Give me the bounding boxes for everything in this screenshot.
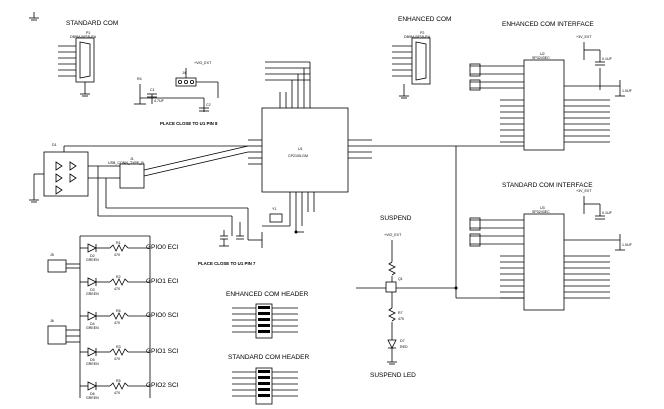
refdes-j6: J6 [50, 319, 54, 323]
value-r-470-d: 470 [114, 357, 120, 361]
refdes-u3: U3 [540, 206, 545, 210]
net-3v-ext-u2: +3V_EXT [576, 35, 592, 39]
u1-cp2105-chip [248, 92, 372, 212]
note-place-close-pin7: PLACE CLOSE TO U1 PIN 7 [198, 261, 256, 266]
refdes-d1: D1 [52, 143, 57, 147]
title-enhanced-com-header: ENHANCED COM HEADER [226, 291, 309, 298]
reset-and-caps-area [219, 208, 304, 248]
standard-com-header-connector [232, 367, 298, 405]
part-u2: SP3243EC [532, 56, 550, 60]
p1-db9-connector [58, 37, 95, 97]
title-standard-com: STANDARD COM [66, 20, 119, 27]
value-cap-u2-b: 1.0UF [622, 89, 632, 93]
part-u3: SP3243EC [532, 210, 550, 214]
ground-symbol-topleft [29, 12, 39, 21]
net-3v-ext-u3: +3V_EXT [576, 189, 592, 193]
refdes-r7: R7 [398, 311, 403, 315]
refdes-p1: P1 [86, 31, 91, 35]
title-enhanced-com-interface: ENHANCED COM INTERFACE [502, 21, 594, 28]
u2-sp3243-enhanced [469, 42, 625, 151]
refdes-r1: R1 [116, 241, 121, 245]
value-led-green-c: GREEN [86, 326, 99, 330]
value-r-470-e: 470 [114, 391, 120, 395]
interface-bus-wire [372, 145, 524, 299]
gpio-led-section [47, 235, 151, 398]
label-gpio1-sci: GPIO1 SCI [146, 348, 179, 355]
part-p1: DB9M-08SB-RA [70, 35, 97, 39]
refdes-u2: U2 [540, 52, 545, 56]
refdes-d6: D6 [90, 392, 95, 396]
title-suspend-led: SUSPEND LED [370, 372, 416, 379]
refdes-d5: D5 [90, 358, 95, 362]
refdes-c1: C1 [150, 88, 155, 92]
refdes-p2: P2 [420, 31, 425, 35]
refdes-j5: J5 [50, 253, 54, 257]
usb-bus-wire [63, 145, 248, 152]
value-cap-c1: 4.7UF [154, 99, 164, 103]
refdes-r6: R6 [116, 309, 121, 313]
net-vio-ext-suspend: +VIO_EXT [384, 233, 402, 237]
u1-top-pin-header [265, 61, 311, 92]
decoupling-near-u1-pin8 [134, 84, 209, 112]
refdes-u1: U1 [298, 147, 303, 151]
label-gpio0-eci: GPIO0 ECI [146, 244, 179, 251]
refdes-r4: R4 [137, 77, 142, 81]
refdes-j4: J4 [182, 71, 186, 75]
value-led-green-a: GREEN [86, 258, 99, 262]
three-pin-jumper [175, 68, 219, 98]
title-enhanced-com: ENHANCED COM [398, 16, 452, 23]
part-j1: USB_CONN_TYPE_B [108, 161, 144, 165]
title-standard-com-header: STANDARD COM HEADER [228, 354, 310, 361]
value-cap-u3: 0.1UF [602, 211, 612, 215]
u3-sp3243-standard [469, 196, 625, 311]
net-vio-ext: +VIO_EXT [194, 61, 212, 65]
value-cap-u3-b: 1.0UF [622, 243, 632, 247]
value-led-green-d: GREEN [86, 362, 99, 366]
refdes-d2: D2 [90, 254, 95, 258]
label-gpio0-sci: GPIO0 SCI [146, 312, 179, 319]
p2-db9-connector [392, 37, 431, 99]
j1-usb-connector [97, 145, 249, 217]
part-u1: CP2105-GM [288, 154, 308, 158]
refdes-d4: D4 [90, 322, 95, 326]
label-gpio2-sci: GPIO2 SCI [146, 382, 179, 389]
refdes-y1: Y1 [272, 207, 277, 211]
value-r-470-a: 470 [114, 253, 120, 257]
refdes-d3: D3 [90, 288, 95, 292]
value-d7: RED [400, 345, 408, 349]
suspend-circuit [356, 240, 456, 365]
value-led-green-e: GREEN [86, 396, 99, 400]
value-r7: 470 [398, 317, 404, 321]
value-cap-u2: 0.1UF [602, 57, 612, 61]
refdes-j1: J1 [130, 157, 134, 161]
value-led-green-b: GREEN [86, 292, 99, 296]
refdes-d7: D7 [400, 339, 405, 343]
label-gpio1-eci: GPIO1 ECI [146, 278, 179, 285]
title-standard-com-interface: STANDARD COM INTERFACE [502, 182, 593, 189]
enhanced-com-header-connector [232, 303, 298, 339]
refdes-r5: R5 [116, 379, 121, 383]
note-place-close-pin8: PLACE CLOSE TO U1 PIN 8 [160, 121, 218, 126]
value-r-470-c: 470 [114, 321, 120, 325]
part-p2: DB9M-08SB-RA [404, 35, 431, 39]
value-r-470-b: 470 [114, 287, 120, 291]
title-suspend: SUSPEND [380, 215, 412, 222]
refdes-r2: R2 [116, 275, 121, 279]
refdes-q1: Q1 [398, 277, 403, 281]
refdes-r3: R3 [116, 345, 121, 349]
refdes-c2: C2 [206, 103, 211, 107]
